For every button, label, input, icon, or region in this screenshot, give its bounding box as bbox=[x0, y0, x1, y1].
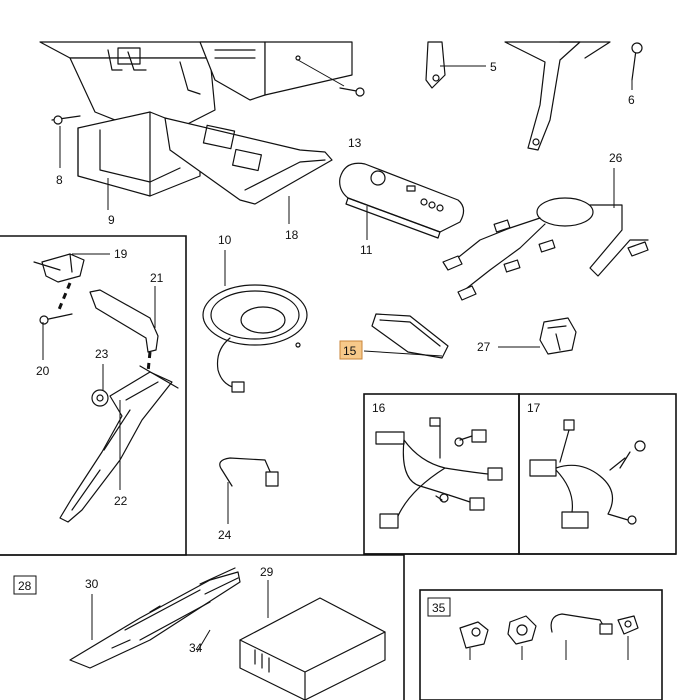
cable-tie-24[interactable] bbox=[219, 457, 279, 487]
screw-8[interactable] bbox=[51, 115, 81, 125]
label-11: 11 bbox=[360, 243, 373, 257]
bracket-21[interactable] bbox=[89, 289, 159, 373]
label-15: 15 bbox=[343, 344, 357, 358]
label-8: 8 bbox=[56, 173, 63, 187]
label-28: 28 bbox=[18, 579, 32, 593]
label-35-box bbox=[427, 597, 451, 617]
nut-23[interactable] bbox=[91, 389, 109, 407]
bracket-19[interactable] bbox=[33, 253, 85, 313]
label-20: 20 bbox=[36, 364, 50, 378]
hardware-bolt[interactable] bbox=[459, 621, 489, 660]
label-15-highlight bbox=[339, 340, 363, 360]
remote-control[interactable] bbox=[339, 162, 465, 239]
radio-bracket-assembly[interactable] bbox=[39, 41, 353, 205]
screw-20[interactable] bbox=[39, 313, 73, 325]
label-24: 24 bbox=[218, 528, 232, 542]
label-35: 35 bbox=[432, 601, 446, 615]
arm-22[interactable] bbox=[59, 365, 179, 523]
label-34: 34 bbox=[189, 641, 203, 655]
label-13: 13 bbox=[348, 136, 362, 150]
bracket-5[interactable] bbox=[425, 41, 611, 151]
label-16: 16 bbox=[372, 401, 386, 415]
bottom-divider bbox=[0, 553, 676, 700]
hardware-box-35 bbox=[419, 589, 663, 700]
label-6: 6 bbox=[628, 93, 635, 107]
wiring-harness-17[interactable] bbox=[529, 419, 646, 529]
label-23: 23 bbox=[95, 347, 109, 361]
label-10: 10 bbox=[218, 233, 232, 247]
part-labels: 5 6 8 9 10 11 13 15 16 17 18 19 20 21 22… bbox=[18, 60, 635, 655]
label-5: 5 bbox=[490, 60, 497, 74]
label-26: 26 bbox=[609, 151, 623, 165]
label-19: 19 bbox=[114, 247, 128, 261]
screw-13[interactable] bbox=[297, 59, 365, 97]
leader-lines bbox=[42, 65, 633, 653]
antenna-harness[interactable] bbox=[442, 197, 649, 301]
module-29[interactable] bbox=[239, 580, 386, 700]
label-22: 22 bbox=[114, 494, 128, 508]
tool-30[interactable] bbox=[69, 567, 241, 669]
wiring-harness-16[interactable] bbox=[375, 417, 503, 529]
bezel-15[interactable] bbox=[363, 313, 449, 359]
label-18: 18 bbox=[285, 228, 299, 242]
screw-6[interactable] bbox=[631, 42, 643, 81]
label-17: 17 bbox=[527, 401, 541, 415]
label-29: 29 bbox=[260, 565, 274, 579]
clip-27[interactable] bbox=[498, 317, 577, 355]
hardware-screw[interactable] bbox=[617, 615, 639, 660]
label-28-box bbox=[13, 575, 37, 595]
label-27: 27 bbox=[477, 340, 491, 354]
label-21: 21 bbox=[150, 271, 164, 285]
label-30: 30 bbox=[85, 577, 99, 591]
label-9: 9 bbox=[108, 213, 115, 227]
hardware-cable-tie[interactable] bbox=[550, 613, 613, 660]
speaker[interactable] bbox=[202, 284, 308, 393]
hardware-nut[interactable] bbox=[507, 615, 537, 660]
